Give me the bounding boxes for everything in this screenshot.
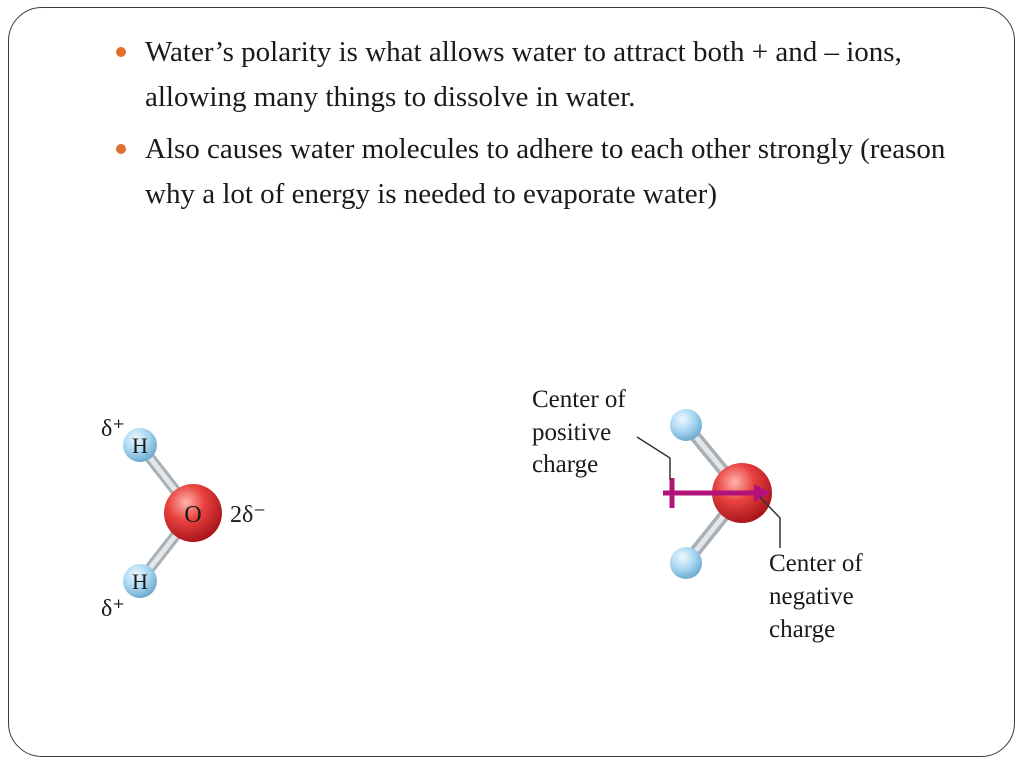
negative-center-label-line1: Center of: [769, 550, 863, 577]
bullet-list: Water’s polarity is what allows water to…: [115, 30, 975, 224]
left-water-molecule: H H O δ⁺ δ⁺ 2δ⁻: [101, 416, 266, 622]
bullet-item: Also causes water molecules to adhere to…: [115, 127, 975, 217]
negative-center-label-line3: charge: [769, 616, 835, 643]
hydrogen-atom-bottom: [123, 564, 157, 598]
positive-center-label-line2: positive: [532, 419, 611, 446]
dipole-arrowhead-icon: [754, 484, 771, 502]
negative-center-leader-line: [759, 496, 781, 548]
hydrogen-atom-top: [670, 409, 702, 441]
hydrogen-atom-bottom: [670, 547, 702, 579]
positive-center-label-line1: Center of: [532, 386, 626, 413]
slide-frame: [8, 7, 1015, 757]
partial-negative-label: 2δ⁻: [230, 502, 266, 528]
bullet-marker-icon: [116, 144, 126, 154]
negative-center-label-line2: negative: [769, 583, 854, 610]
partial-positive-top: δ⁺: [101, 416, 125, 442]
positive-center-leader-line: [636, 436, 671, 480]
right-water-molecule: Center of positive charge Center of nega…: [532, 386, 863, 643]
positive-center-label-line3: charge: [532, 451, 598, 478]
bullet-marker-icon: [116, 47, 126, 57]
oxygen-label: O: [184, 502, 201, 528]
bullet-text: Also causes water molecules to adhere to…: [145, 133, 946, 210]
hydrogen-label-bottom: H: [132, 569, 148, 594]
bullet-item: Water’s polarity is what allows water to…: [115, 30, 975, 120]
bullet-text: Water’s polarity is what allows water to…: [145, 36, 902, 113]
oxygen-atom: [164, 484, 222, 542]
partial-positive-bottom: δ⁺: [101, 596, 125, 622]
hydrogen-atom-top: [123, 428, 157, 462]
hydrogen-label-top: H: [132, 433, 148, 458]
